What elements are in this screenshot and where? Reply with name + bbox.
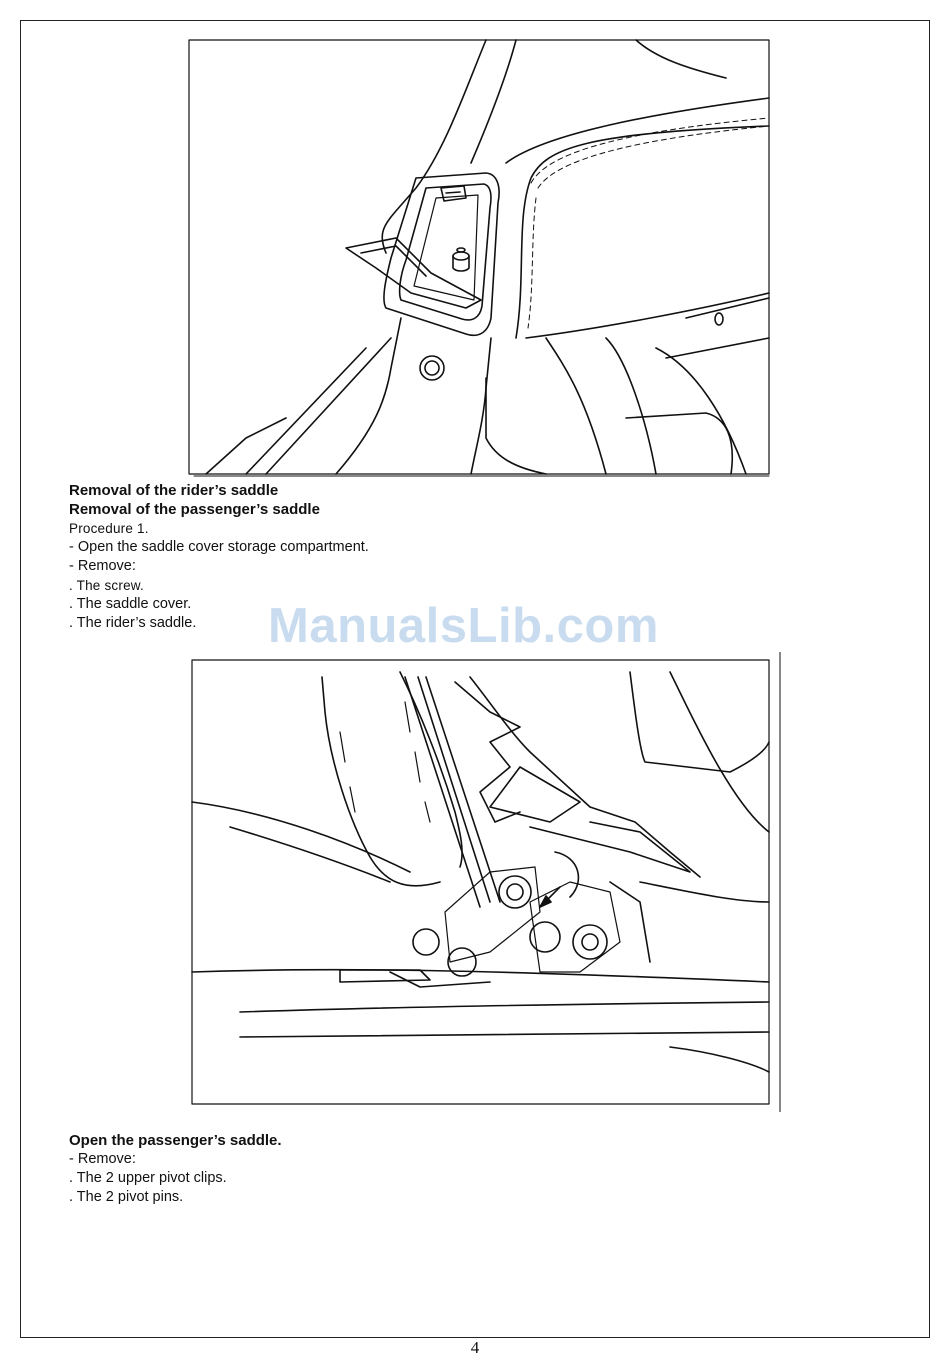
step-line: - Remove: [69,557,369,576]
step-line: . The screw. [69,576,369,595]
step-line: . The 2 pivot pins. [69,1188,282,1207]
step-line: . The 2 upper pivot clips. [69,1169,282,1188]
heading-passenger-saddle: Removal of the passenger’s saddle [69,500,369,519]
illustration-pivot-pins [190,652,782,1112]
figure-pivot-pins [190,652,782,1112]
watermark: ManualsLib.com [268,598,659,654]
text-section-open-passenger-saddle: Open the passenger’s saddle. - Remove: .… [69,1131,282,1207]
procedure-label: Procedure 1. [69,519,369,538]
figure-saddle-compartment [186,38,773,479]
step-line: - Remove: [69,1150,282,1169]
page-number: 4 [0,1338,950,1358]
step-line: - Open the saddle cover storage compartm… [69,538,369,557]
illustration-saddle-compartment [186,38,773,479]
heading-rider-saddle: Removal of the rider’s saddle [69,481,369,500]
heading-open-passenger-saddle: Open the passenger’s saddle. [69,1131,282,1150]
